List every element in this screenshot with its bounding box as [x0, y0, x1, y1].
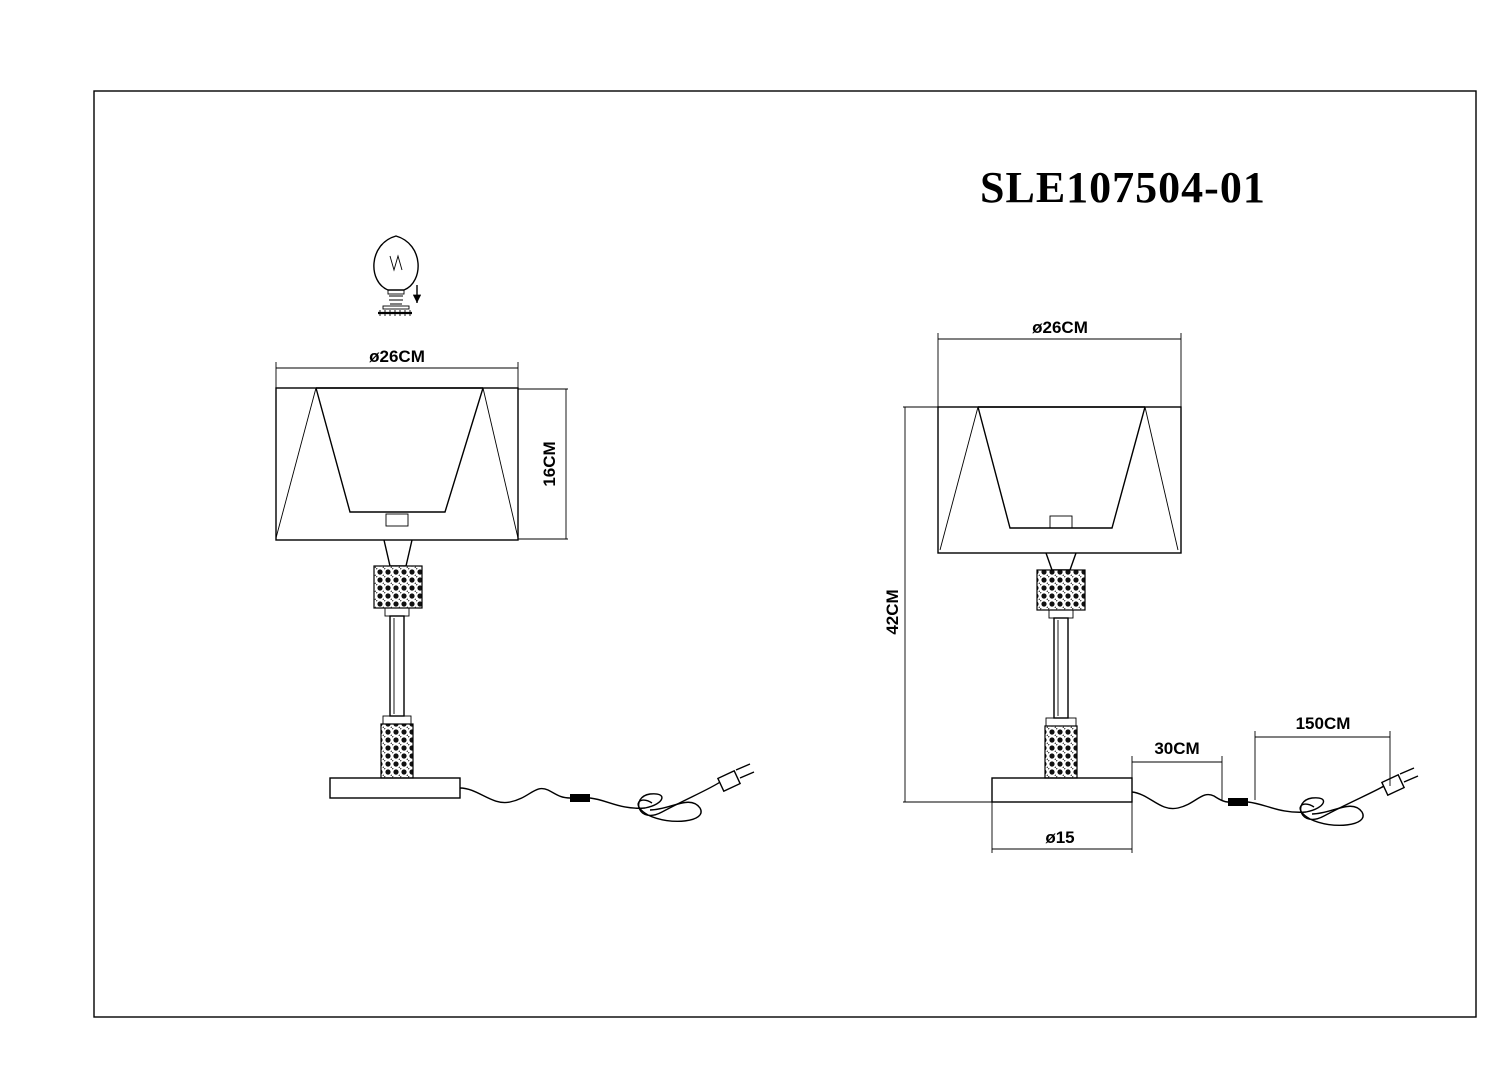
right-switch	[1228, 798, 1248, 806]
left-base	[329, 777, 461, 799]
left-shade-diameter-label: ø26CM	[369, 347, 425, 366]
left-upper-crystal	[373, 565, 423, 609]
right-base	[991, 777, 1133, 803]
right-cord-length-label: 150CM	[1296, 714, 1351, 733]
right-lower-crystal	[1044, 725, 1078, 779]
model-number: SLE107504-01	[980, 163, 1266, 212]
left-switch	[570, 794, 590, 802]
left-shade	[275, 387, 519, 541]
right-total-height-label: 42CM	[883, 589, 902, 634]
left-lamp-view: ø26CM 16CM	[275, 235, 755, 822]
right-lamp-view: ø26CM 42CM	[883, 318, 1419, 853]
left-lower-crystal	[380, 723, 414, 779]
left-shade-height-label: 16CM	[540, 441, 559, 486]
right-switch-distance-label: 30CM	[1154, 739, 1199, 758]
right-shade	[937, 406, 1182, 554]
drawing-frame	[93, 90, 1477, 1018]
right-shade-diameter-label: ø26CM	[1032, 318, 1088, 337]
right-base-diameter-label: ø15	[1045, 828, 1074, 847]
right-upper-crystal	[1036, 569, 1086, 611]
bulb-icon	[373, 235, 419, 316]
